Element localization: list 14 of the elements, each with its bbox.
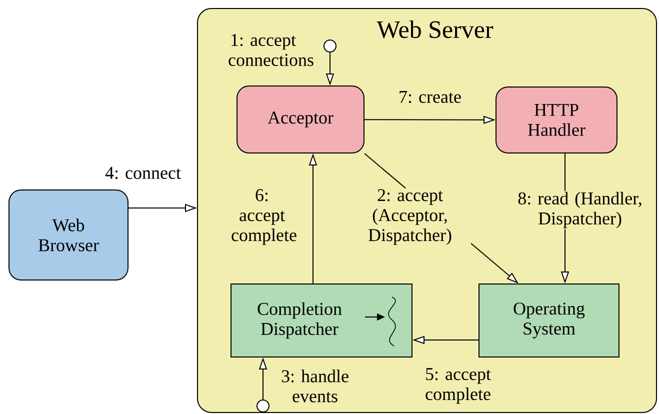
edge-label: 3: handle events <box>282 370 348 402</box>
process-box: Operating System <box>478 284 620 358</box>
edge-label: 4: connect <box>105 166 181 180</box>
edge-label: 1: accept connections <box>228 34 314 66</box>
process-box: Completion Dispatcher <box>230 284 412 358</box>
edge-label: 5: accept complete <box>426 368 491 404</box>
edge-label: 8: read (Handler, Dispatcher) <box>504 190 656 230</box>
rounded-box: HTTP Handler <box>496 86 618 154</box>
rounded-box: Web Browser <box>8 190 128 280</box>
edge-label: 2: accept (Acceptor, Dispatcher) <box>349 188 471 246</box>
edge-label: 7: create <box>400 90 461 103</box>
start-circle <box>256 400 270 412</box>
rounded-box: Acceptor <box>236 86 364 154</box>
edge-label: 6: accept complete <box>232 189 296 245</box>
